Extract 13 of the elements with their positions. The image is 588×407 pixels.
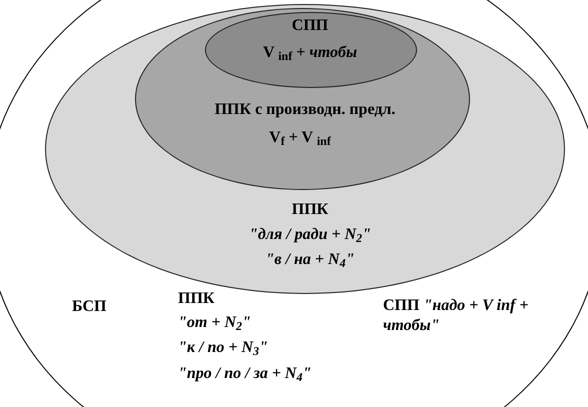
formula-text: "про / по / за + N$_{4}$" [178, 364, 312, 384]
formula-text: ППК [178, 289, 216, 309]
formula-text: "для / ради + N$_{2}$" [248, 225, 372, 245]
formula-text: V$_{f}$ + V $_{inf}$ [268, 128, 332, 148]
formula-text: V $_{inf}$ + чтобы [262, 43, 358, 63]
formula-text: СПП "надо + V inf + чтобы" [383, 296, 530, 336]
formula-text: "в / на + N$_{4}$" [264, 250, 356, 270]
region-label: БСП [72, 297, 108, 317]
formula-text: "к / по + N$_{3}$" [178, 338, 269, 358]
formula-text: "от + N$_{2}$" [178, 313, 252, 333]
region-label: СПП [290, 16, 330, 36]
region-label: ППК с производн. предл. [214, 100, 396, 120]
region-label: ППК [290, 200, 330, 220]
